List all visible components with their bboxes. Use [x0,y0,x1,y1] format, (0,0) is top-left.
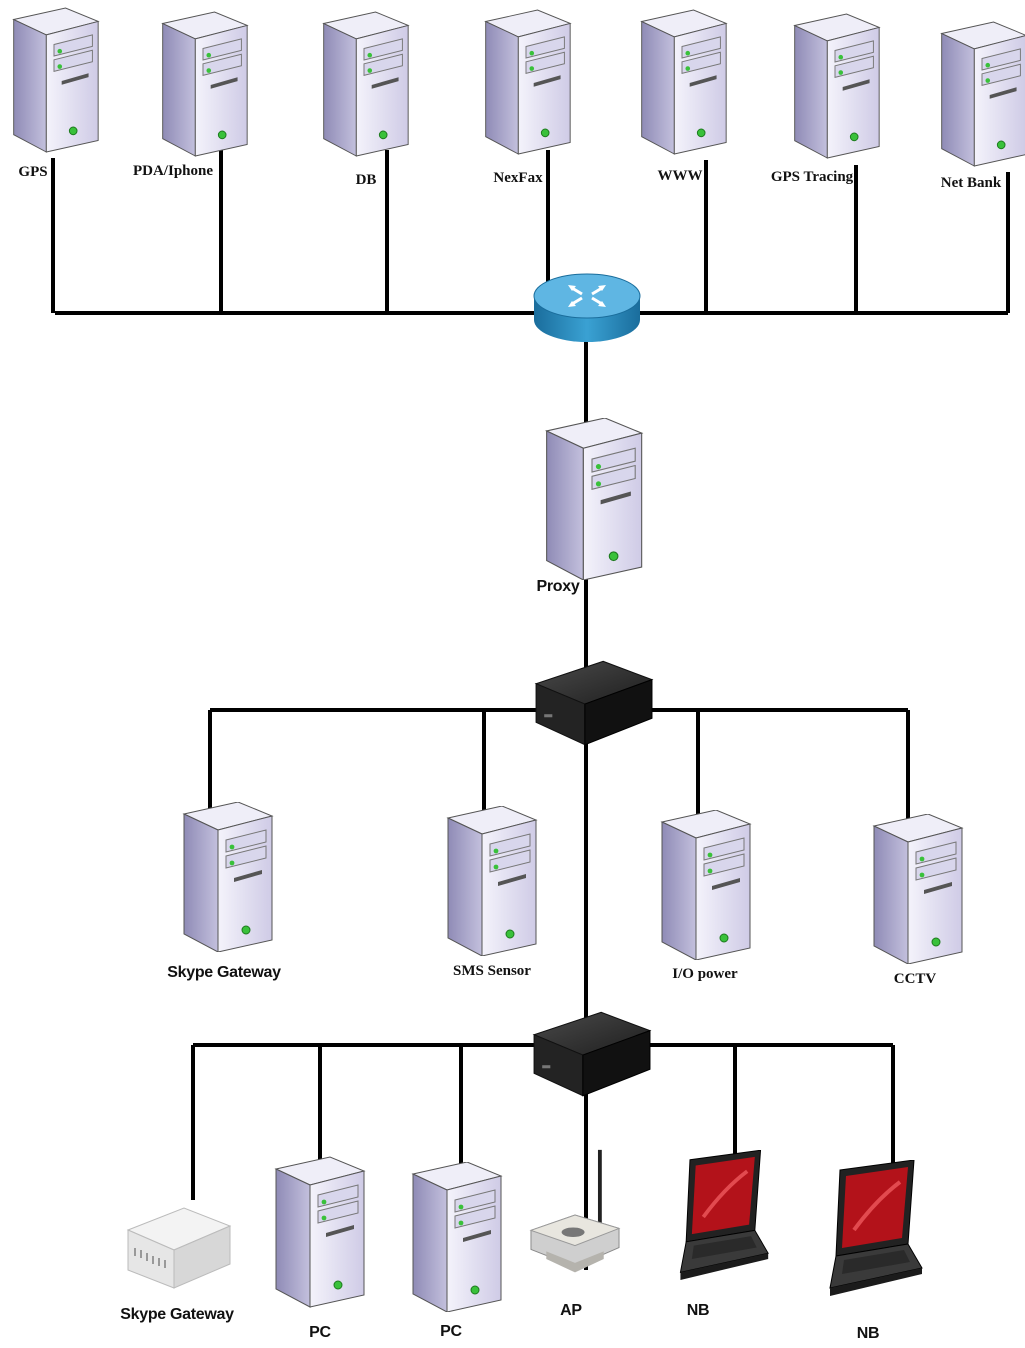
laptop-icon [678,1150,771,1282]
server-tower-icon [941,21,1025,167]
server-tower-icon [794,13,880,159]
label-pc-2: PC [440,1323,462,1340]
label-db: DB [355,172,377,188]
server-tower-icon [873,814,963,964]
label-skype-gateway-bottom: Skype Gateway [120,1306,234,1323]
server-tower-icon [641,9,727,155]
server-tower-icon [183,802,273,952]
switch-icon [533,1011,651,1097]
label-gps: GPS [18,164,48,180]
server-tower-icon [485,9,571,155]
label-cctv: CCTV [893,971,937,987]
top-servers [13,7,1025,167]
wires [51,150,1010,1270]
server-tower-icon [447,806,537,956]
label-io-power: I/O power [672,966,738,982]
mid-servers [183,802,963,964]
label-ap: AP [560,1302,582,1319]
bottom-devices [127,1148,924,1312]
server-tower-icon [275,1156,365,1308]
wireless-access-point-icon [529,1148,621,1275]
label-nb-1: NB [686,1302,710,1319]
server-tower-icon [13,7,99,153]
server-tower-icon [323,11,409,157]
label-proxy: Proxy [536,578,580,595]
server-tower-icon [661,810,751,960]
label-net-bank: Net Bank [940,175,1002,191]
label-pc-1: PC [309,1324,331,1341]
label-skype-gateway-mid: Skype Gateway [167,964,281,981]
switch-icon [535,660,653,746]
label-nb-2: NB [856,1325,880,1342]
label-nexfax: NexFax [493,170,543,186]
server-tower-icon [162,11,248,157]
label-sms-sensor: SMS Sensor [453,963,531,979]
label-pda-iphone: PDA/Iphone [132,163,214,179]
router-icon [532,272,642,344]
label-www: WWW [657,168,703,184]
label-gps-tracing: GPS Tracing [770,169,854,185]
modem-icon [127,1207,231,1289]
server-tower-icon [546,418,643,580]
server-tower-icon [412,1162,502,1312]
laptop-icon [828,1160,924,1298]
